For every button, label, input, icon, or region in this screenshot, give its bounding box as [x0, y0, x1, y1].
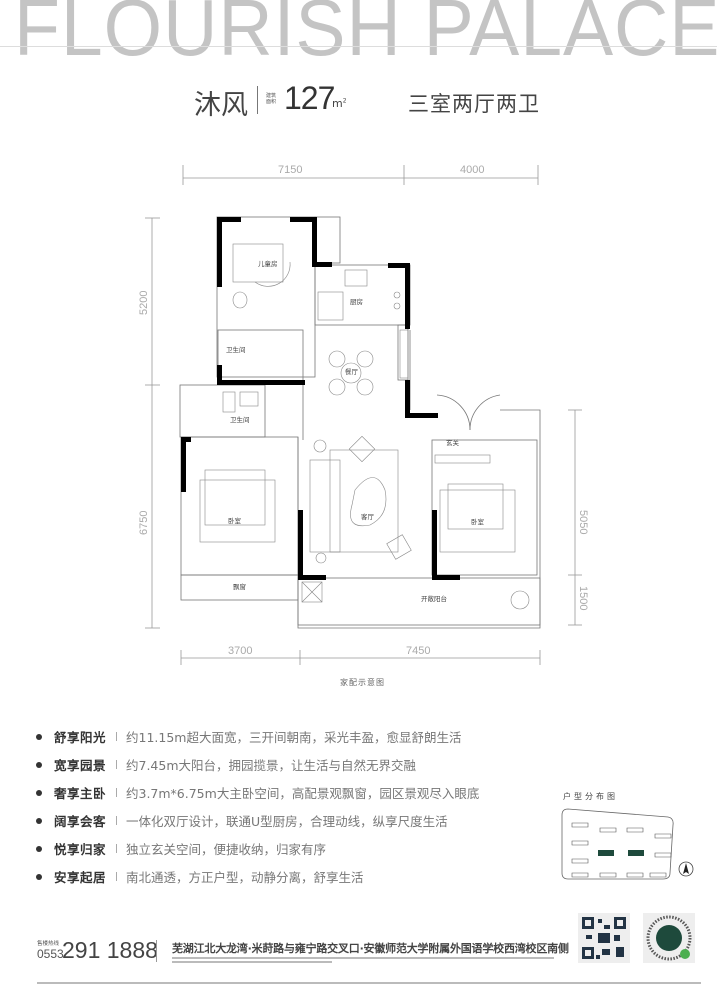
room-bedroom-2: 卧室 [471, 517, 485, 526]
dim-left-2: 6750 [138, 511, 150, 535]
fine-print [172, 957, 554, 959]
feature-label: 奢享主卧 [54, 786, 107, 801]
footer-rule [37, 982, 701, 984]
dim-top-1: 7150 [278, 164, 302, 176]
feature-divider [116, 816, 117, 825]
feature-text: 一体化双厅设计，联通U型厨房，合理动线，纵享尺度生活 [126, 814, 448, 829]
feature-divider [116, 760, 117, 769]
room-bath-1: 卫生间 [226, 345, 246, 354]
highlight-building [628, 850, 644, 856]
structural-walls [181, 217, 460, 580]
feature-text: 南北通透，方正户型，动静分离，舒享生活 [126, 870, 364, 885]
dim-left-1: 5200 [138, 291, 150, 315]
unit-area: 127 [284, 80, 335, 116]
feature-text: 独立玄关空间，便捷收纳，归家有序 [126, 842, 327, 857]
feature-label: 阔享会客 [54, 814, 107, 829]
feature-label: 宽享园景 [54, 758, 107, 773]
feature-text: 约7.45m大阳台，拥园揽景，让生活与自然无界交融 [126, 758, 417, 773]
room-kitchen: 厨房 [350, 297, 363, 306]
feature-divider [116, 788, 117, 797]
dim-right-1: 5050 [577, 510, 589, 534]
bullet-icon [36, 733, 42, 740]
dimension-lines [145, 165, 582, 665]
room-kids: 儿童房 [258, 259, 278, 268]
dim-top-2: 4000 [460, 164, 484, 176]
bullet-icon [36, 845, 42, 852]
unit-name: 沐风 [194, 90, 248, 121]
distribution-map [561, 808, 694, 880]
feature-divider [116, 732, 117, 741]
highlight-building [598, 850, 614, 856]
header-divider [0, 46, 717, 47]
bullet-icon [36, 873, 42, 880]
mini-program-code-icon[interactable] [643, 913, 695, 963]
area-code: 0553 [37, 947, 64, 961]
dim-bottom-2: 7450 [406, 645, 430, 657]
feature-item: 安享起居 南北通透，方正户型，动静分离，舒享生活 [36, 867, 364, 886]
brand-title: FLOURISH PALACE [14, 0, 717, 72]
bullet-icon [36, 789, 42, 796]
bullet-icon [36, 761, 42, 768]
furniture [199, 243, 530, 610]
feature-item: 悦享归家 独立玄关空间，便捷收纳，归家有序 [36, 839, 326, 858]
north-arrow-icon [678, 861, 694, 877]
plan-caption: 家配示意图 [340, 678, 385, 687]
feature-label: 舒享阳光 [54, 730, 107, 745]
feature-item: 舒享阳光 约11.15m超大面宽，三开间朝南，采光丰盈，愈显舒朗生活 [36, 727, 461, 746]
dim-right-2: 1500 [577, 586, 589, 610]
room-balcony: 开敞阳台 [421, 594, 447, 603]
fine-print [172, 961, 332, 963]
feature-item: 宽享园景 约7.45m大阳台，拥园揽景，让生活与自然无界交融 [36, 755, 416, 774]
feature-text: 约3.7m*6.75m大主卧空间，高配景观飘窗，园区景观尽入眼底 [126, 786, 480, 801]
room-bay-window: 飘窗 [233, 582, 246, 591]
unit-layout: 三室两厅两卫 [408, 92, 540, 116]
project-address: 芜湖江北大龙湾·米莳路与雍宁路交叉口·安徽师范大学附属外国语学校西湾校区南侧 [172, 942, 569, 955]
room-dining: 餐厅 [345, 367, 359, 376]
footer-divider [156, 940, 157, 962]
area-unit-base: m [332, 97, 343, 110]
title-separator [257, 86, 258, 114]
feature-divider [116, 844, 117, 853]
bullet-icon [36, 817, 42, 824]
area-label: 建筑面积 [266, 93, 277, 105]
area-unit-sup: 2 [342, 97, 347, 105]
feature-item: 阔享会客 一体化双厅设计，联通U型厨房，合理动线，纵享尺度生活 [36, 811, 448, 830]
feature-text: 约11.15m超大面宽，三开间朝南，采光丰盈，愈显舒朗生活 [126, 730, 462, 745]
room-master-bedroom: 卧室 [228, 516, 242, 525]
hotline-phone[interactable]: 291 1888 [62, 937, 158, 963]
room-foyer: 玄关 [446, 438, 460, 447]
room-living: 客厅 [361, 512, 375, 521]
area-unit: m2 [332, 97, 347, 110]
room-bath-2: 卫生间 [230, 415, 250, 424]
distribution-title: 户型分布图 [563, 792, 618, 801]
hotline-label: 售楼热线 [37, 941, 60, 947]
floor-plan: 7150 4000 5200 6750 5050 1500 3700 7450 [138, 164, 589, 665]
dim-bottom-1: 3700 [228, 645, 252, 657]
qr-code-icon[interactable] [578, 913, 630, 963]
feature-divider [116, 872, 117, 881]
feature-label: 安享起居 [54, 870, 107, 885]
feature-item: 奢享主卧 约3.7m*6.75m大主卧空间，高配景观飘窗，园区景观尽入眼底 [36, 783, 479, 802]
feature-label: 悦享归家 [54, 842, 107, 857]
